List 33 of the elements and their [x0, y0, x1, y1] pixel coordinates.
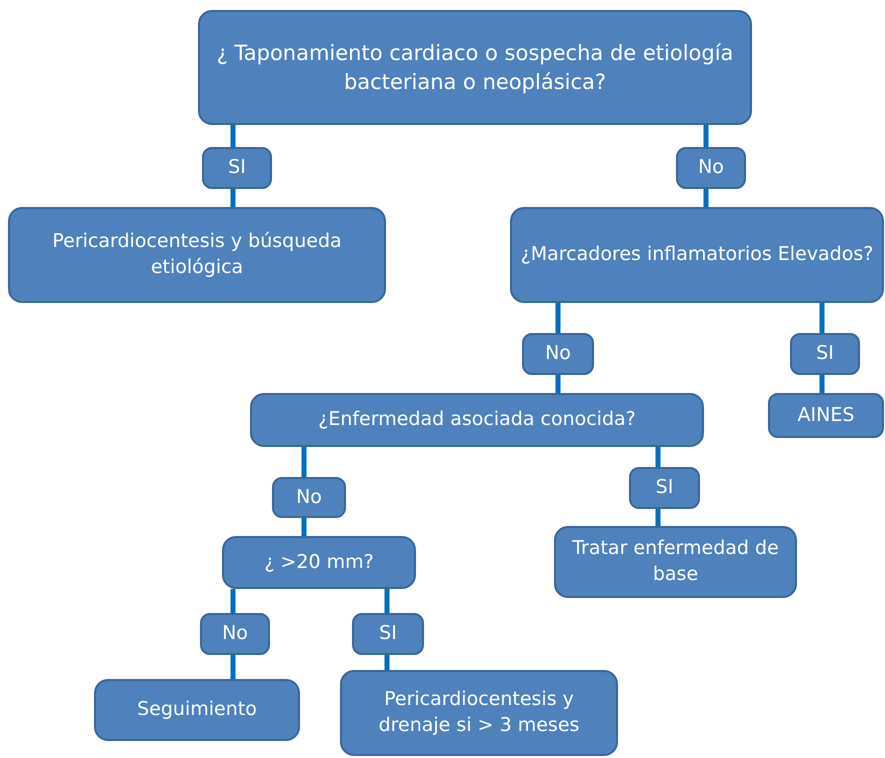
- connector-line: [230, 189, 236, 207]
- connector-line: [704, 125, 708, 147]
- answer-box: No: [522, 333, 594, 375]
- connector-line: [556, 303, 560, 333]
- answer-box: SI: [352, 613, 424, 655]
- answer-box: SI: [790, 333, 860, 375]
- connector-line: [556, 375, 560, 393]
- connector-line: [230, 125, 236, 147]
- process-box: Pericardiocentesis y drenaje si > 3 meses: [340, 670, 618, 756]
- answer-box: No: [676, 147, 746, 189]
- answer-box: SI: [629, 467, 700, 509]
- answer-box: No: [200, 613, 270, 655]
- connector-line: [384, 589, 390, 613]
- connector-line: [656, 509, 660, 526]
- connector-line: [820, 303, 824, 333]
- connector-line: [230, 655, 236, 679]
- connector-line: [302, 447, 306, 477]
- answer-box: SI: [202, 147, 272, 189]
- answer-box: No: [272, 477, 346, 518]
- process-box: Seguimiento: [94, 679, 300, 741]
- connector-line: [820, 375, 824, 393]
- process-box: Pericardiocentesis y búsqueda etiológica: [8, 207, 386, 303]
- process-box: ¿ >20 mm?: [222, 536, 416, 589]
- connector-line: [656, 447, 660, 467]
- process-box: Tratar enfermedad de base: [554, 526, 797, 598]
- connector-line: [384, 655, 390, 670]
- process-box: ¿ Taponamiento cardiaco o sospecha de etiología bacteriana o neoplásica?: [198, 10, 752, 125]
- connector-line: [704, 189, 708, 207]
- connector-line: [302, 518, 306, 536]
- connector-line: [230, 589, 236, 613]
- process-box: ¿Enfermedad asociada conocida?: [250, 393, 704, 447]
- process-box: ¿Marcadores inflamatorios Elevados?: [510, 207, 884, 303]
- process-box: AINES: [768, 393, 884, 438]
